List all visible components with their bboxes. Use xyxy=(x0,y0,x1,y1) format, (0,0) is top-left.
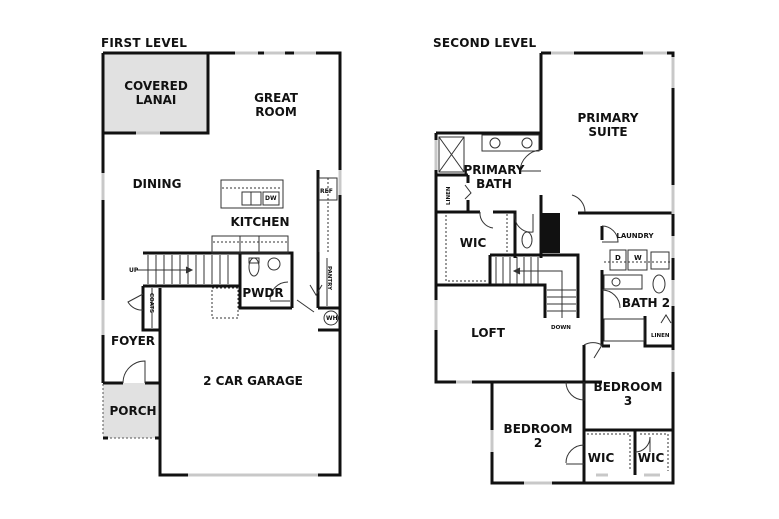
stairs-up-label: UP xyxy=(129,267,139,274)
room-bedroom-3: BEDROOM 3 xyxy=(593,380,663,408)
washer-label: W xyxy=(634,254,642,262)
room-foyer: FOYER xyxy=(110,334,156,348)
second-level-title: SECOND LEVEL xyxy=(433,36,537,50)
coats-label: COATS xyxy=(148,293,154,314)
room-bedroom-2: BEDROOM 2 xyxy=(503,422,573,450)
room-primary-wic: WIC xyxy=(459,236,487,250)
stairs-down-label: DOWN xyxy=(551,325,571,331)
room-bath-2: BATH 2 xyxy=(621,296,671,310)
first-level-title: FIRST LEVEL xyxy=(101,36,188,50)
room-bedroom-2-wic: WIC xyxy=(587,451,615,465)
room-porch: PORCH xyxy=(109,404,157,418)
water-heater-label: WH xyxy=(326,315,338,322)
room-laundry: LAUNDRY xyxy=(616,232,654,240)
linen-primary-label: LINEN xyxy=(446,186,452,205)
dishwasher-label: DW xyxy=(265,195,277,202)
room-covered-lanai: COVERED LANAI xyxy=(124,79,188,107)
pantry-label: PANTRY xyxy=(326,266,332,291)
room-kitchen: KITCHEN xyxy=(230,215,290,229)
room-primary-bath: PRIMARY BATH xyxy=(463,163,525,191)
room-powder: PWDR xyxy=(242,286,284,300)
linen-bath-2-label: LINEN xyxy=(651,333,670,339)
dryer-label: D xyxy=(615,254,621,262)
room-garage: 2 CAR GARAGE xyxy=(203,374,303,388)
refrigerator-label: REF xyxy=(320,188,333,195)
room-dining: DINING xyxy=(132,177,182,191)
room-loft: LOFT xyxy=(471,326,505,340)
room-bedroom-3-wic: WIC xyxy=(637,451,665,465)
room-primary-suite: PRIMARY SUITE xyxy=(577,111,639,139)
room-great-room: GREAT ROOM xyxy=(254,91,298,119)
